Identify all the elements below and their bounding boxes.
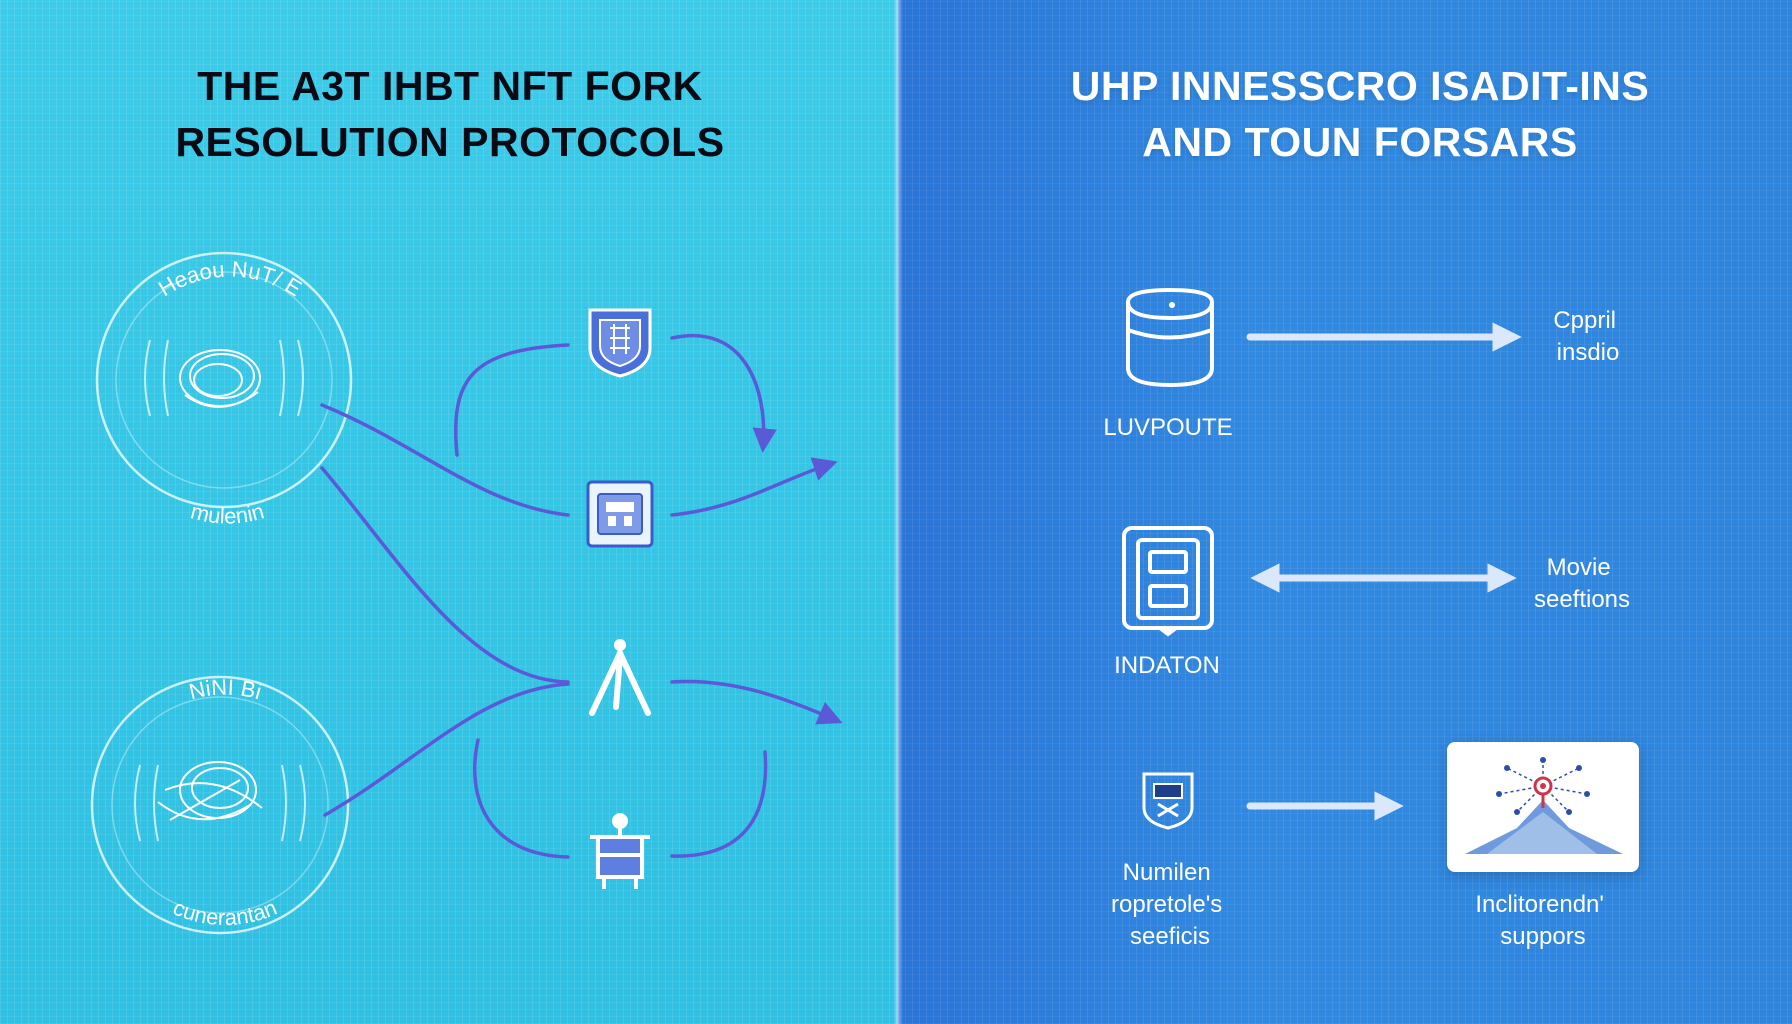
cylinder-icon [1126,287,1214,388]
emblem-bottom-inner-ring [111,696,329,914]
row2-target-label: Movie seeftions [1534,554,1630,613]
curve-node2-to-node1 [454,343,570,457]
curve-node1-arrow [670,334,777,453]
emblem-top-inner-ring [115,271,333,489]
curve-emblem-to-node2 [320,403,570,517]
emblem-top-left-ticks [144,339,169,417]
row3-source-label: Numilen ropretole's seeficis [1111,859,1229,950]
emblem-bottom-right-ticks [281,764,306,842]
shield-icon [588,308,652,378]
left-panel [0,0,898,1024]
left-title: THE A3T IHBT NFT FORK RESOLUTION PROTOCO… [40,58,860,170]
panel-divider [893,0,903,1024]
network-mountain-icon [1465,757,1623,854]
fork-tripod-icon [589,639,651,716]
left-title-line-2: RESOLUTION PROTOCOLS [175,119,725,165]
curve-emblem-to-node3 [320,466,570,684]
curve-node3-arrow [670,679,843,725]
cabinet-icon [1122,526,1214,637]
emblem-top-ring [95,251,353,509]
emblem-bottom-left-ticks [134,764,159,842]
left-title-line-1: THE A3T IHBT NFT FORK [197,63,703,109]
curve-node4-return [670,750,768,858]
row3-target-label: Inclitorendn' suppors [1475,891,1610,950]
right-title: UHP INNESSCRO ISADIT-INS AND TOUN FORSAR… [960,58,1760,170]
emblem-top-right-ticks [279,339,304,417]
emblem-top: Heaou NuT/ E mulenin [95,251,353,529]
robot-box-icon [586,480,654,548]
row1-source-label: LUVPOUTE [1103,414,1232,441]
emblem-bottom-ring [90,675,350,935]
podium-icon [590,813,650,889]
emblem-bottom-text: NiNI Bi [187,674,265,704]
support-card [1447,742,1639,872]
right-panel [898,0,1792,1024]
row2-source-label: INDATON [1114,652,1220,679]
right-title-line-1: UHP INNESSCRO ISADIT-INS [1070,63,1650,109]
wire-icon [157,761,263,821]
row1-target-label: Cppril insdio [1553,307,1622,366]
fork-curves [320,334,843,859]
emblem-bottom: NiNI Bi cunerantan [90,674,350,935]
curve-node2-arrow [670,457,838,517]
badge-icon [1142,772,1194,830]
curve-node3-to-node4 [473,738,570,859]
curve-emblem-bottom-to-node3 [323,682,570,817]
right-title-line-2: AND TOUN FORSARS [1142,119,1578,165]
emblem-top-bottom-text: mulenin [188,498,267,528]
coil-icon [179,349,261,408]
